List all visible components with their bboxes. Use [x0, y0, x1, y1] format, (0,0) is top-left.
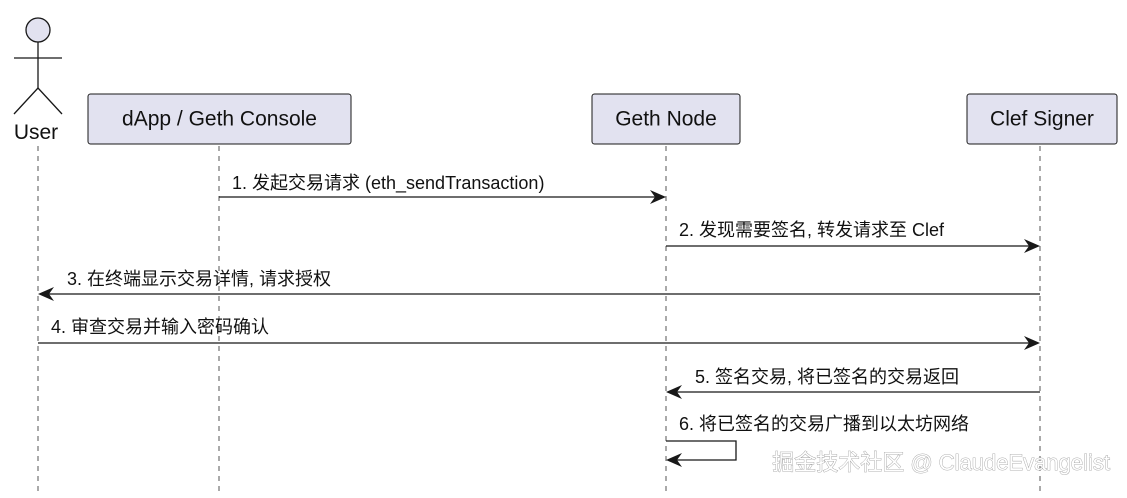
message-label-6: 6. 将已签名的交易广播到以太坊网络 — [679, 414, 969, 434]
participant-box-dapp — [87, 93, 352, 145]
message-label-5: 5. 签名交易, 将已签名的交易返回 — [695, 367, 959, 387]
participant-user: User — [13, 17, 63, 144]
message-label-4: 4. 审查交易并输入密码确认 — [51, 317, 269, 337]
message-3: 3. 在终端显示交易详情, 请求授权 — [38, 269, 1040, 301]
message-2: 2. 发现需要签名, 转发请求至 Clef — [666, 220, 1040, 253]
actor-legs — [13, 87, 63, 115]
message-4: 4. 审查交易并输入密码确认 — [38, 317, 1040, 350]
message-1: 1. 发起交易请求 (eth_sendTransaction) — [219, 173, 666, 204]
message-label-2: 2. 发现需要签名, 转发请求至 Clef — [679, 220, 945, 240]
actor-head-icon — [25, 17, 51, 43]
participant-box-geth — [591, 93, 741, 145]
arrow-head-icon — [666, 385, 682, 399]
participant-box-clef — [966, 93, 1118, 145]
watermark: 掘金技术社区 @ ClaudeEvangelist — [772, 450, 1110, 475]
message-line-6 — [666, 440, 737, 461]
message-label-1: 1. 发起交易请求 (eth_sendTransaction) — [232, 173, 544, 194]
participant-label-dapp: dApp / Geth Console — [122, 108, 317, 131]
message-5: 5. 签名交易, 将已签名的交易返回 — [666, 367, 1040, 399]
arrow-head-icon — [666, 453, 682, 467]
arrow-head-icon — [1024, 336, 1040, 350]
message-6: 6. 将已签名的交易广播到以太坊网络 — [666, 414, 969, 467]
participant-label-clef: Clef Signer — [990, 108, 1094, 131]
participant-geth: Geth Node — [591, 93, 741, 145]
participant-label-geth: Geth Node — [615, 108, 717, 131]
participant-label-user: User — [14, 121, 58, 144]
arrow-head-icon — [650, 190, 666, 204]
arrow-head-icon — [38, 287, 54, 301]
participant-clef: Clef Signer — [966, 93, 1118, 145]
arrow-head-icon — [1024, 239, 1040, 253]
participant-dapp: dApp / Geth Console — [87, 93, 352, 145]
message-label-3: 3. 在终端显示交易详情, 请求授权 — [67, 269, 331, 289]
